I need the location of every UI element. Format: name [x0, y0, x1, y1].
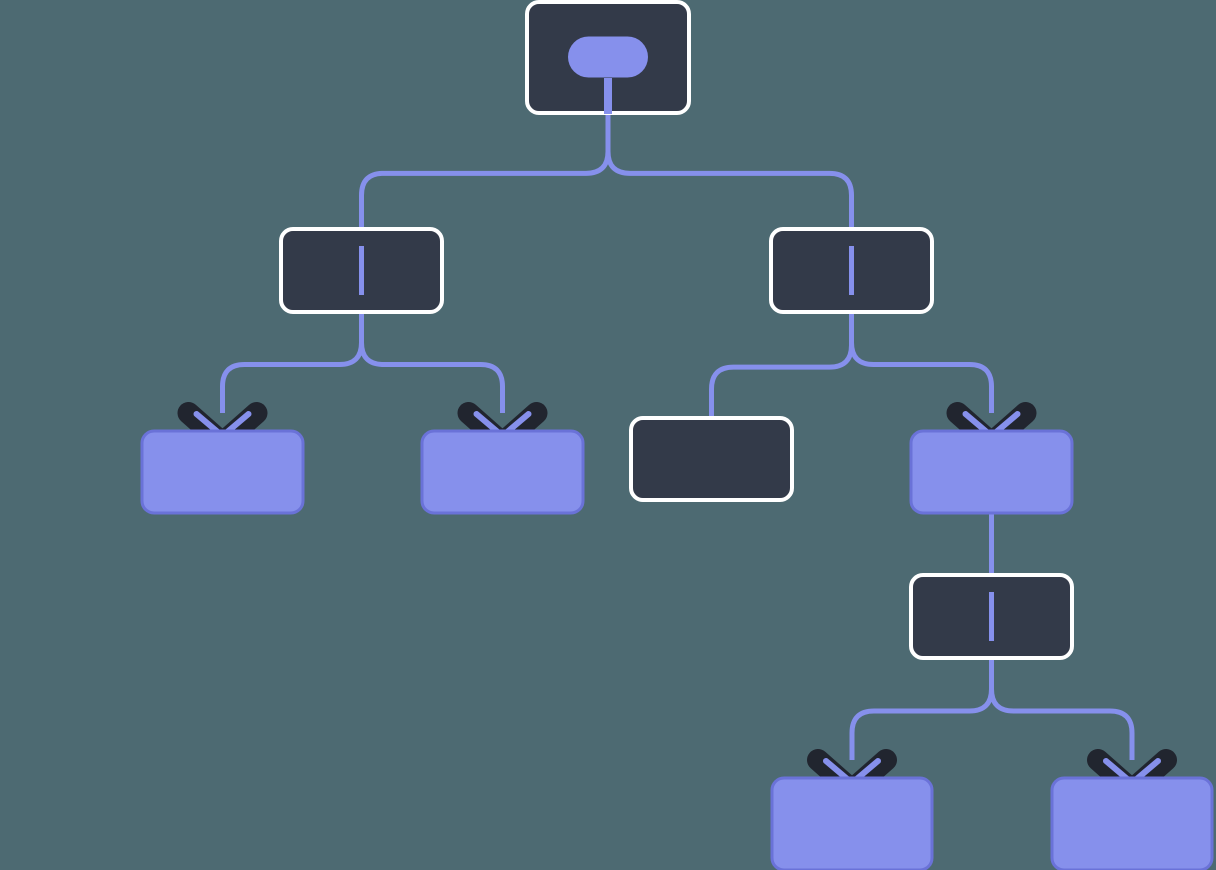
node-n5[interactable]	[629, 416, 794, 502]
node-n9[interactable]	[1050, 776, 1214, 870]
node-n1[interactable]	[279, 227, 444, 314]
edge-connector	[220, 312, 364, 413]
node-box-purple[interactable]	[770, 776, 934, 870]
node-inner-line	[849, 246, 854, 295]
edge-connector	[605, 113, 854, 229]
edge-connector	[359, 312, 505, 413]
node-inner-line	[989, 592, 994, 641]
nodes-layer	[140, 0, 1214, 870]
node-n6[interactable]	[909, 429, 1074, 515]
node-n8[interactable]	[770, 776, 934, 870]
node-box-purple[interactable]	[140, 429, 305, 515]
node-box-dark[interactable]	[629, 416, 794, 502]
edge-connector	[849, 658, 994, 760]
node-inner-line	[359, 246, 364, 295]
edge-connector	[359, 113, 611, 229]
edge-connector	[989, 658, 1135, 760]
node-inner-stem	[604, 78, 612, 114]
node-n0[interactable]	[525, 0, 691, 115]
node-box-purple[interactable]	[420, 429, 585, 515]
node-n2[interactable]	[769, 227, 934, 314]
node-inner-pill	[568, 36, 648, 78]
node-box-purple[interactable]	[909, 429, 1074, 515]
node-n7[interactable]	[909, 573, 1074, 660]
node-n3[interactable]	[140, 429, 305, 515]
edge-connector	[849, 312, 994, 413]
edges-layer	[220, 113, 1135, 760]
node-n4[interactable]	[420, 429, 585, 515]
edge-connector	[709, 312, 854, 418]
node-box-purple[interactable]	[1050, 776, 1214, 870]
